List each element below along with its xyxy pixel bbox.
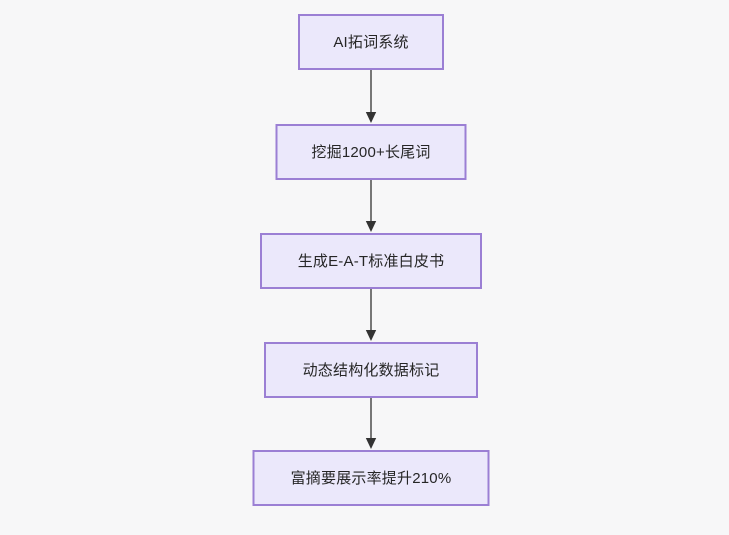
flow-edge-4 (365, 398, 377, 449)
flow-node-label: 生成E-A-T标准白皮书 (297, 252, 445, 270)
flow-node-generate-eat-whitepaper[interactable]: 生成E-A-T标准白皮书 (260, 233, 482, 289)
flow-node-ai-keyword-system[interactable]: AI拓词系统 (298, 14, 444, 70)
flow-edge-1 (365, 70, 377, 123)
flow-edge-3 (365, 289, 377, 341)
flow-edge-2 (365, 180, 377, 232)
flow-node-mine-longtail-keywords[interactable]: 挖掘1200+长尾词 (275, 124, 467, 180)
flow-node-label: 挖掘1200+长尾词 (311, 143, 431, 161)
flow-node-label: 动态结构化数据标记 (302, 361, 440, 379)
flow-node-label: AI拓词系统 (333, 33, 409, 51)
flow-node-rich-snippet-impression-uplift[interactable]: 富摘要展示率提升210% (252, 450, 490, 506)
flow-node-label: 富摘要展示率提升210% (290, 469, 452, 487)
flow-node-dynamic-structured-data-markup[interactable]: 动态结构化数据标记 (264, 342, 478, 398)
